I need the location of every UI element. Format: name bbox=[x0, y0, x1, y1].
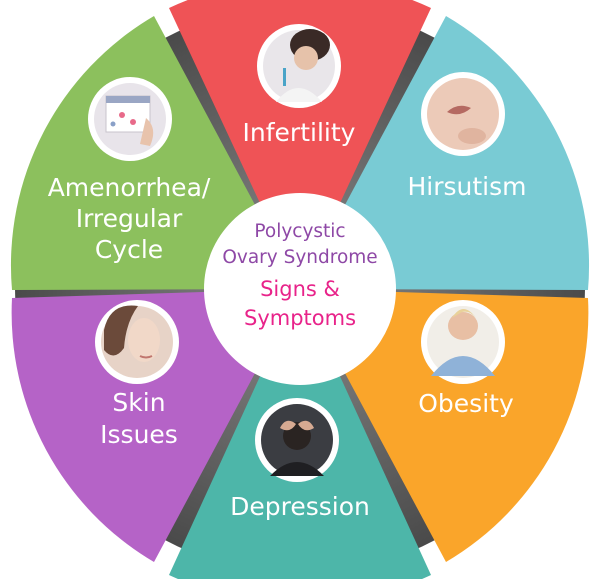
label-skin-issues-line-1: Skin bbox=[112, 388, 165, 417]
center-title-line-2: Ovary Syndrome bbox=[222, 247, 377, 268]
segment-obesity bbox=[300, 289, 589, 562]
center-circle bbox=[204, 193, 396, 385]
segment-amenorrhea bbox=[10, 16, 300, 290]
photo-amenorrhea bbox=[88, 77, 172, 161]
photo-depression bbox=[255, 398, 339, 482]
segment-hirsutism bbox=[300, 16, 590, 290]
segment-skin-issues bbox=[11, 289, 301, 562]
label-amenorrhea-line-1: Amenorrhea/ bbox=[48, 173, 211, 202]
photo-hirsutism bbox=[421, 72, 505, 156]
label-amenorrhea-line-2: Irregular bbox=[76, 204, 183, 233]
label-hirsutism: Hirsutism bbox=[407, 172, 526, 201]
photo-skin-issues bbox=[95, 300, 179, 384]
photo-obesity bbox=[421, 300, 505, 384]
center-subtitle-line-2: Symptoms bbox=[244, 306, 356, 330]
segment-infertility bbox=[169, 0, 431, 289]
label-skin-issues-line-2: Issues bbox=[100, 420, 178, 449]
label-depression: Depression bbox=[230, 492, 370, 521]
label-infertility: Infertility bbox=[243, 118, 356, 147]
label-amenorrhea-line-3: Cycle bbox=[95, 235, 163, 264]
center-subtitle-line-1: Signs & bbox=[260, 277, 340, 301]
label-obesity: Obesity bbox=[418, 389, 514, 418]
photo-infertility bbox=[257, 24, 341, 108]
center-title-line-1: Polycystic bbox=[254, 221, 345, 242]
